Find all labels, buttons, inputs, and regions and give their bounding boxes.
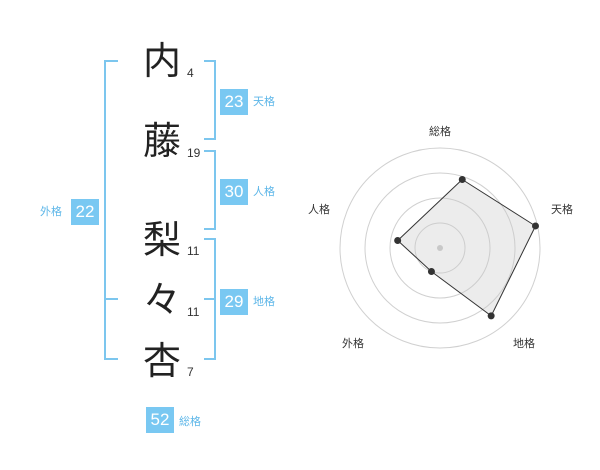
- radar-label-jinkaku: 人格: [308, 203, 330, 216]
- radar-point-jinkaku: [394, 237, 402, 245]
- radar-ring: [339, 147, 541, 349]
- char-3-strokes: 11: [187, 244, 200, 258]
- tenkaku-label: 天格: [253, 95, 275, 108]
- radar-polygon: [396, 178, 537, 317]
- jinkaku-value: 30: [220, 179, 248, 205]
- radar-point-tenkaku: [531, 222, 539, 230]
- radar-label-chikaku: 地格: [513, 337, 535, 350]
- char-4-strokes: 11: [187, 305, 200, 319]
- char-5-strokes: 7: [187, 365, 194, 379]
- char-1: 内: [142, 39, 181, 83]
- radar-ring: [389, 197, 491, 299]
- soukaku-value: 52: [146, 407, 174, 433]
- gaikaku-value: 22: [71, 199, 99, 225]
- tenkaku-value: 23: [220, 89, 248, 115]
- radar-label-soukaku: 総格: [429, 125, 451, 138]
- gaikaku-label: 外格: [40, 205, 62, 218]
- char-1-strokes: 4: [187, 66, 194, 80]
- char-5: 杏: [142, 339, 181, 383]
- char-3: 梨: [142, 218, 181, 262]
- jinkaku-label: 人格: [253, 185, 275, 198]
- radar-label-gaikaku: 外格: [342, 337, 364, 350]
- radar-label-tenkaku: 天格: [551, 203, 573, 216]
- char-4: 々: [142, 278, 181, 322]
- radar-point-soukaku: [458, 176, 466, 184]
- soukaku-label: 総格: [179, 415, 201, 428]
- chikaku-value: 29: [220, 289, 248, 315]
- radar-center: [437, 245, 443, 251]
- chikaku-label: 地格: [253, 295, 275, 308]
- radar-ring: [414, 222, 466, 274]
- radar-ring: [364, 172, 516, 324]
- char-2-strokes: 19: [187, 146, 201, 160]
- radar-point-gaikaku: [427, 267, 435, 275]
- char-2: 藤: [142, 119, 181, 163]
- radar-point-chikaku: [487, 312, 495, 320]
